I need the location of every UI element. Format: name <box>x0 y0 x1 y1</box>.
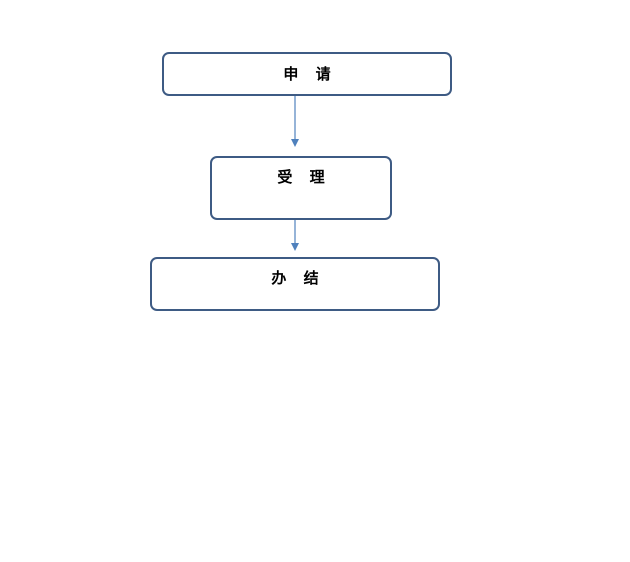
arrow-apply-to-accept <box>291 96 299 147</box>
step-apply-label: 申 请 <box>283 65 337 83</box>
step-complete-label: 办 结 <box>271 269 325 287</box>
step-complete-box: 办 结 <box>150 257 440 311</box>
step-apply-box: 申 请 <box>162 52 452 96</box>
arrow-accept-to-complete <box>291 220 299 251</box>
step-accept-box: 受 理 <box>210 156 392 220</box>
step-accept-label: 受 理 <box>277 168 331 186</box>
